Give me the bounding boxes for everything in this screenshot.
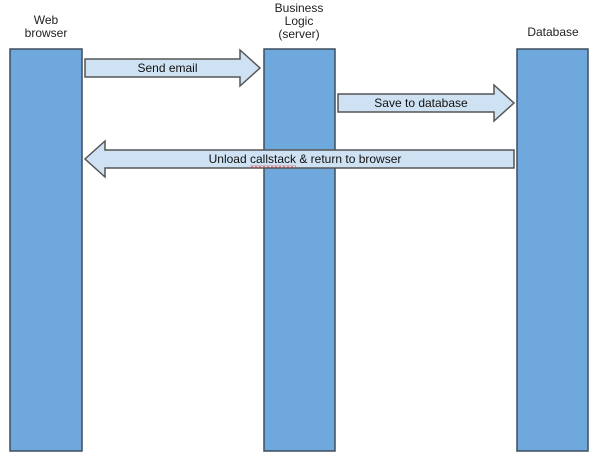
arrow-label-text: & return to browser [296, 152, 402, 166]
save-to-database-arrow [337, 83, 516, 123]
lifeline-database [516, 48, 589, 452]
send-email-arrow [84, 48, 262, 88]
lane-label-line: Database [527, 25, 579, 39]
lane-label-line: (server) [278, 27, 320, 41]
lane-label-line: Web [33, 13, 59, 27]
lane-label-line: Business [274, 1, 324, 15]
arrow-label-save-to-database: Save to database [374, 96, 468, 110]
arrow-label-text: Unload [208, 152, 250, 166]
arrow-label-send-email: Send email [137, 61, 198, 75]
lane-label-line: browser [24, 26, 68, 40]
lane-label-database: Database [513, 26, 593, 39]
return-to-browser-arrow [83, 139, 515, 179]
lifeline-web-browser [9, 48, 83, 452]
arrow-label-return-to-browser: Unload callstack & return to browser [100, 152, 510, 166]
lane-label-web-browser: Web browser [6, 14, 86, 40]
spellcheck-flagged-word: callstack [249, 152, 296, 166]
lane-label-line: Logic [284, 14, 314, 28]
lane-label-business-logic: Business Logic (server) [259, 2, 339, 41]
lifeline-business-logic [263, 48, 336, 452]
